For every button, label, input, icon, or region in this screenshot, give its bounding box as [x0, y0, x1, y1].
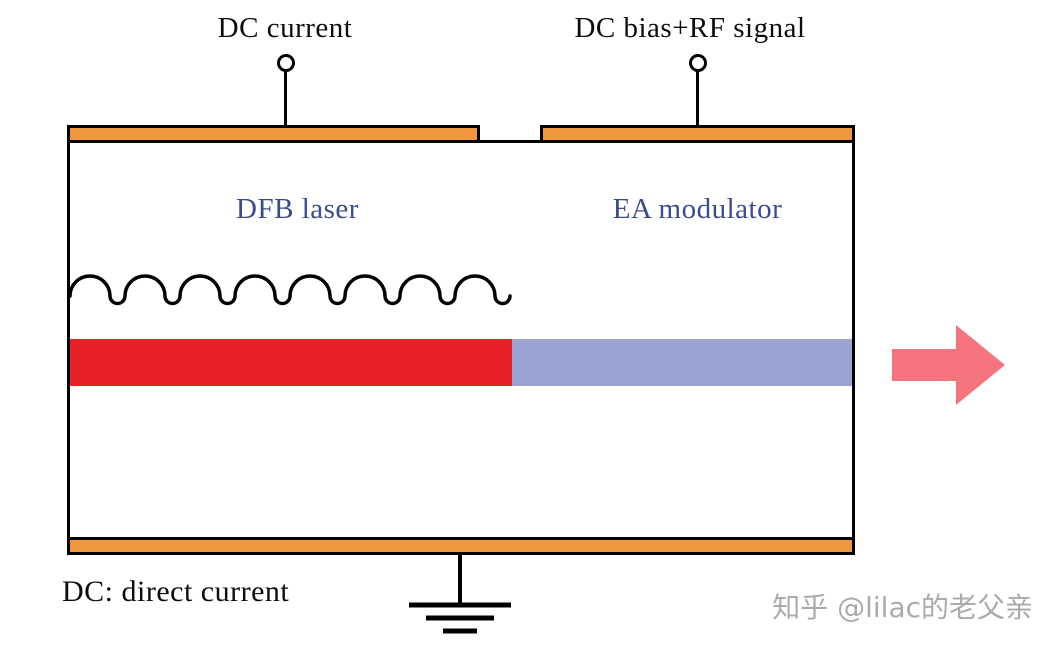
output-right-arrow-icon: [892, 325, 1005, 405]
dc-bias-lead-line: [696, 71, 699, 127]
dc-bias-rf-signal-label: DC bias+RF signal: [574, 12, 806, 44]
dc-bias-terminal-icon: [689, 54, 707, 72]
modulator-region: [512, 339, 852, 386]
dfb-laser-label: DFB laser: [236, 193, 359, 225]
top-contact-right: [540, 125, 855, 143]
top-contact-left: [67, 125, 480, 143]
dc-current-label: DC current: [217, 12, 353, 44]
ground-lead-line: [458, 553, 462, 605]
footnote-dc-definition: DC: direct current: [62, 575, 290, 608]
wavy-grating-icon: [68, 274, 512, 306]
ground-symbol-icon: [409, 602, 511, 634]
laser-active-region: [70, 339, 512, 386]
dc-current-terminal-icon: [277, 54, 295, 72]
watermark-text: 知乎 @lilac的老父亲: [772, 591, 1033, 624]
ea-modulator-label: EA modulator: [612, 193, 783, 225]
dc-current-lead-line: [284, 71, 287, 127]
